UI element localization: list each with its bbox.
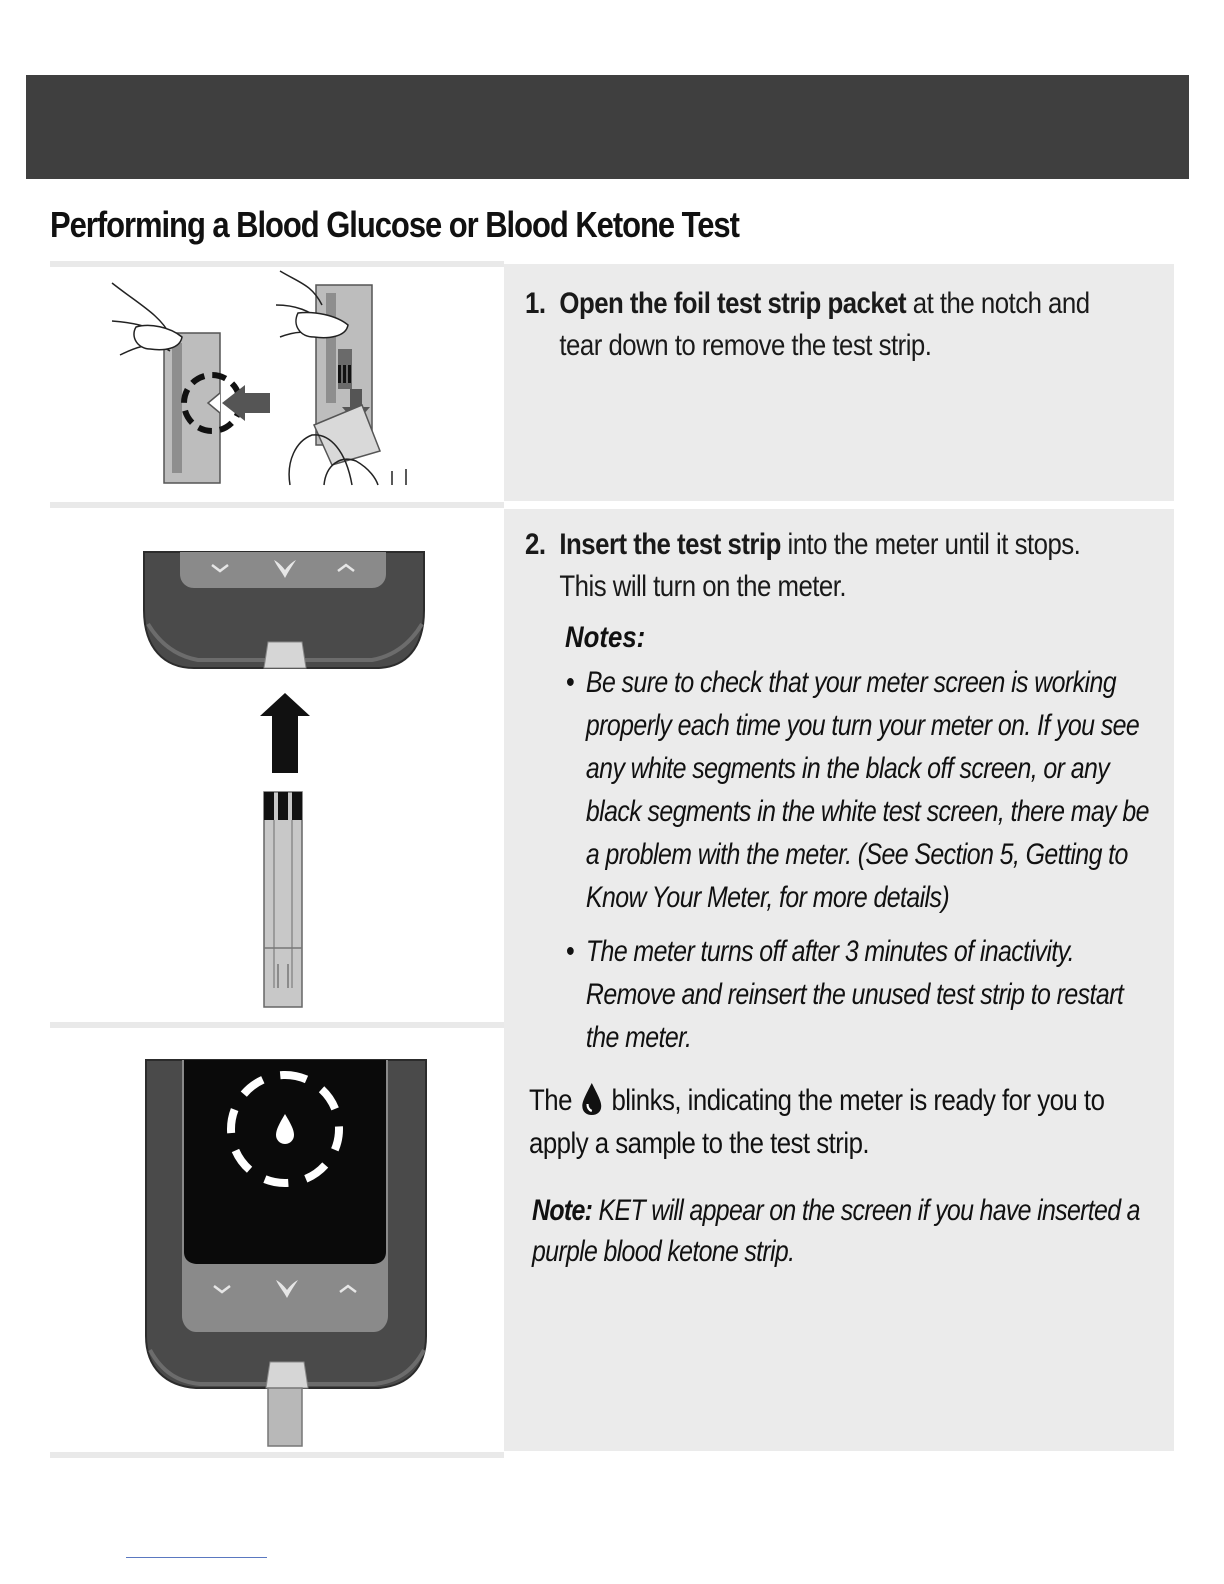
- step-1-instruction: at the notch and tear down to remove the…: [559, 287, 1090, 362]
- step-number: 1.: [525, 287, 546, 320]
- bullet: •: [566, 935, 575, 968]
- header-bar: [26, 75, 1189, 179]
- note-item: • Be sure to check that your meter screen…: [566, 661, 1155, 919]
- step-1-panel: [504, 264, 1174, 501]
- meter-strip-insertion-illustration: [143, 551, 425, 1008]
- ket-note-text: KET will appear on the screen if you hav…: [532, 1194, 1140, 1268]
- ket-note: Note: KET will appear on the screen if y…: [532, 1190, 1150, 1272]
- notes-list: • Be sure to check that your meter screen…: [566, 661, 1155, 1059]
- blood-drop-icon: [582, 1083, 602, 1115]
- page-title: Performing a Blood Glucose or Blood Keto…: [50, 204, 740, 245]
- ket-note-label: Note:: [532, 1194, 593, 1227]
- step-2-emphasis: Insert the test strip: [559, 528, 781, 561]
- note-text: Be sure to check that your meter screen …: [585, 666, 1150, 914]
- step-2-panel: [504, 509, 1174, 1451]
- blink-text-before: The: [529, 1084, 572, 1117]
- note-text: The meter turns off after 3 minutes of i…: [585, 935, 1124, 1054]
- step-2-text: 2. Insert the test strip into the meter …: [525, 524, 1127, 608]
- blink-text-after: blinks, indicating the meter is ready fo…: [529, 1084, 1105, 1160]
- step-number: 2.: [525, 528, 546, 561]
- bullet: •: [566, 666, 575, 699]
- step-1-text: 1. Open the foil test strip packet at th…: [525, 283, 1127, 367]
- divider: [50, 502, 504, 508]
- step-2-instruction: into the meter until it stops. This will…: [559, 528, 1081, 603]
- meter-ready-screen-illustration: [145, 1059, 427, 1447]
- divider: [50, 1022, 504, 1028]
- step-1-emphasis: Open the foil test strip packet: [559, 287, 907, 320]
- note-item: • The meter turns off after 3 minutes of …: [566, 930, 1155, 1059]
- notes-heading: Notes:: [565, 621, 646, 654]
- divider: [50, 1452, 504, 1458]
- foil-packet-illustration: [111, 270, 407, 486]
- divider: [50, 261, 504, 267]
- footer-link-underline: [126, 1557, 267, 1558]
